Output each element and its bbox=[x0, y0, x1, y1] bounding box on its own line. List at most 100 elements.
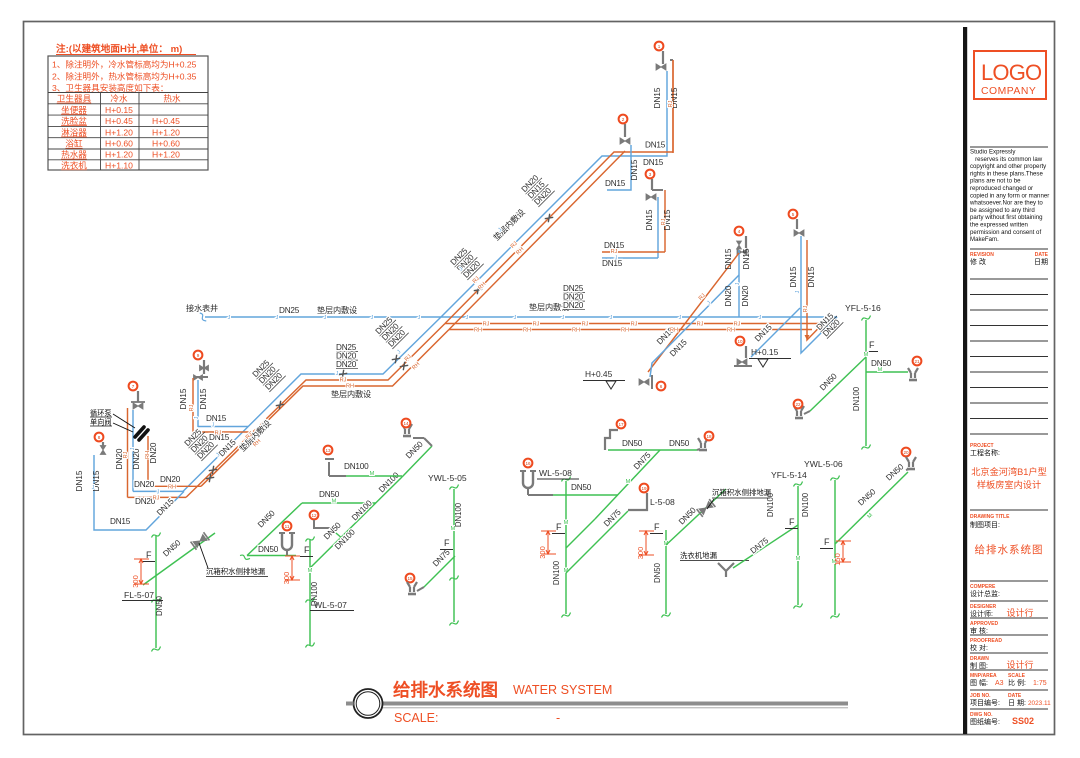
svg-text:3、卫生器具安装高度如下表：: 3、卫生器具安装高度如下表： bbox=[52, 82, 169, 93]
svg-text:DN100: DN100 bbox=[552, 560, 561, 585]
svg-text:DN15: DN15 bbox=[663, 209, 672, 230]
svg-text:RJ: RJ bbox=[697, 322, 704, 328]
svg-text:审 核:: 审 核: bbox=[970, 626, 988, 635]
svg-text:RJ: RJ bbox=[245, 432, 254, 441]
svg-text:H+1.10: H+1.10 bbox=[105, 160, 133, 170]
svg-text:沉箱积水侧排地漏: 沉箱积水侧排地漏 bbox=[206, 567, 265, 576]
svg-text:RJ: RJ bbox=[483, 322, 490, 328]
svg-text:J: J bbox=[735, 282, 741, 285]
svg-text:12: 12 bbox=[311, 513, 317, 518]
svg-text:copyright and other property: copyright and other property bbox=[970, 163, 1047, 170]
svg-text:M: M bbox=[626, 479, 631, 485]
svg-text:J: J bbox=[759, 315, 762, 321]
svg-text:单向阀: 单向阀 bbox=[90, 418, 112, 427]
svg-text:YFL-5-16: YFL-5-16 bbox=[845, 303, 881, 313]
svg-text:16: 16 bbox=[525, 461, 531, 466]
svg-text:RJ: RJ bbox=[189, 404, 195, 411]
svg-text:DN15: DN15 bbox=[742, 248, 751, 269]
svg-text:DN100: DN100 bbox=[852, 386, 861, 411]
svg-text:SCALE: SCALE bbox=[1008, 673, 1026, 679]
svg-text:给排水系统图: 给排水系统图 bbox=[975, 543, 1044, 556]
svg-text:rights in these plans.These: rights in these plans.These bbox=[970, 170, 1043, 177]
svg-text:DN20: DN20 bbox=[134, 480, 155, 489]
svg-text:LOGO: LOGO bbox=[981, 60, 1042, 85]
svg-text:制图项目:: 制图项目: bbox=[970, 520, 1000, 529]
svg-text:M: M bbox=[564, 520, 569, 526]
svg-text:whatsoever.Nor are they to: whatsoever.Nor are they to bbox=[969, 200, 1043, 207]
svg-text:M: M bbox=[564, 568, 569, 574]
svg-text:RH: RH bbox=[523, 328, 531, 334]
svg-text:19: 19 bbox=[641, 486, 647, 491]
svg-text:RH: RH bbox=[145, 451, 151, 459]
svg-text:DN100: DN100 bbox=[344, 462, 369, 471]
svg-text:5: 5 bbox=[792, 212, 795, 217]
svg-text:DN50: DN50 bbox=[622, 439, 643, 448]
svg-text:DRAWING TITLE: DRAWING TITLE bbox=[970, 514, 1010, 520]
svg-text:DN15: DN15 bbox=[670, 87, 679, 108]
svg-text:M: M bbox=[796, 556, 801, 562]
svg-text:be assigned to any third: be assigned to any third bbox=[970, 207, 1035, 214]
svg-text:2、除注明外，热水管标高均为H+0.35: 2、除注明外，热水管标高均为H+0.35 bbox=[52, 71, 197, 82]
svg-text:DN15: DN15 bbox=[789, 266, 798, 287]
svg-text:H+0.60: H+0.60 bbox=[105, 139, 133, 149]
svg-text:卫生器具: 卫生器具 bbox=[57, 93, 92, 104]
svg-text:DN20: DN20 bbox=[149, 442, 158, 463]
svg-text:浴缸: 浴缸 bbox=[65, 138, 83, 149]
svg-text:M: M bbox=[332, 499, 337, 505]
svg-text:循环泵: 循环泵 bbox=[90, 409, 112, 418]
svg-text:DWG NO.: DWG NO. bbox=[970, 712, 993, 718]
svg-text:工程名称:: 工程名称: bbox=[970, 448, 1000, 457]
svg-text:11: 11 bbox=[285, 524, 290, 529]
svg-text:设计师:: 设计师: bbox=[970, 609, 993, 618]
svg-text:北京金河湾B1户型: 北京金河湾B1户型 bbox=[971, 466, 1047, 477]
svg-text:沉箱积水侧排地漏: 沉箱积水侧排地漏 bbox=[712, 488, 771, 497]
svg-text:日 期:: 日 期: bbox=[1008, 699, 1026, 707]
svg-text:DN20: DN20 bbox=[563, 301, 584, 310]
svg-text:DN25: DN25 bbox=[336, 343, 357, 352]
svg-text:J: J bbox=[610, 315, 613, 321]
svg-text:DN15: DN15 bbox=[110, 517, 131, 526]
svg-text:J: J bbox=[418, 315, 421, 321]
svg-text:RJ: RJ bbox=[340, 378, 347, 384]
svg-text:APPROVED: APPROVED bbox=[970, 621, 998, 627]
svg-text:DN20: DN20 bbox=[132, 448, 141, 469]
svg-text:DN15: DN15 bbox=[653, 87, 662, 108]
svg-text:DN100: DN100 bbox=[310, 581, 319, 606]
svg-text:RJ: RJ bbox=[510, 241, 519, 250]
svg-text:DN20: DN20 bbox=[115, 448, 124, 469]
svg-text:J: J bbox=[514, 315, 517, 321]
svg-text:18: 18 bbox=[706, 434, 712, 439]
svg-text:13: 13 bbox=[325, 448, 331, 453]
svg-text:FL-5-07: FL-5-07 bbox=[124, 590, 154, 600]
svg-text:DN15: DN15 bbox=[92, 470, 101, 491]
svg-text:给排水系统图: 给排水系统图 bbox=[393, 680, 498, 700]
svg-text:RJ: RJ bbox=[582, 322, 589, 328]
svg-text:DN20: DN20 bbox=[336, 360, 357, 369]
svg-text:JOB NO.: JOB NO. bbox=[970, 693, 991, 699]
svg-text:COMPERE: COMPERE bbox=[970, 584, 996, 590]
svg-text:DN15: DN15 bbox=[209, 433, 230, 442]
svg-text:注:(以建筑地面H计,单位： m): 注:(以建筑地面H计,单位： m) bbox=[56, 43, 182, 55]
svg-text:H+0.15: H+0.15 bbox=[105, 105, 133, 115]
svg-text:RJ: RJ bbox=[404, 354, 413, 363]
svg-text:H+0.60: H+0.60 bbox=[152, 139, 180, 149]
svg-text:reserves its common law: reserves its common law bbox=[970, 156, 1043, 163]
svg-text:RH: RH bbox=[621, 328, 629, 334]
svg-text:坐便器: 坐便器 bbox=[61, 104, 87, 115]
svg-text:DN100: DN100 bbox=[766, 492, 775, 517]
svg-text:J: J bbox=[130, 447, 136, 450]
svg-text:DN100: DN100 bbox=[801, 492, 810, 517]
svg-text:J: J bbox=[706, 300, 712, 306]
svg-text:REVISION: REVISION bbox=[970, 252, 994, 258]
svg-text:H+0.45: H+0.45 bbox=[152, 116, 180, 126]
svg-text:10: 10 bbox=[737, 339, 743, 344]
svg-text:H+1.20: H+1.20 bbox=[105, 150, 133, 160]
svg-text:17: 17 bbox=[618, 422, 624, 427]
svg-text:J: J bbox=[324, 315, 327, 321]
svg-text:MNP/AREA: MNP/AREA bbox=[970, 673, 997, 679]
svg-text:图 幅:: 图 幅: bbox=[970, 678, 988, 687]
svg-text:300: 300 bbox=[636, 547, 645, 560]
svg-text:J: J bbox=[212, 423, 215, 429]
svg-text:PROOFREAD: PROOFREAD bbox=[970, 638, 1002, 644]
svg-text:2: 2 bbox=[622, 117, 625, 122]
